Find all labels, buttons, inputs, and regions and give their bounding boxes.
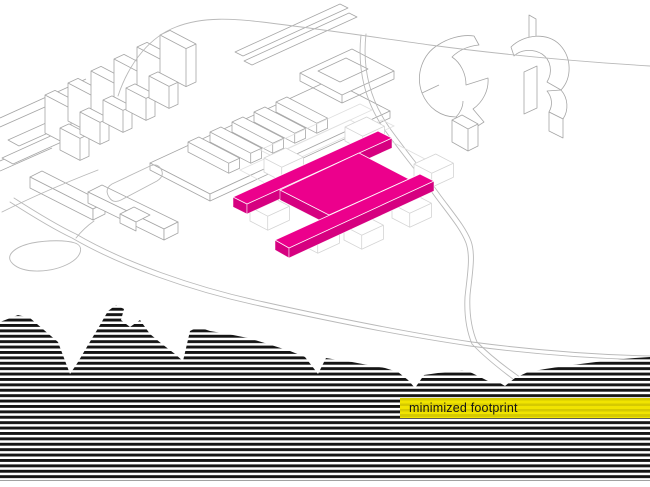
highlight-bottom-bar — [274, 173, 435, 249]
east-road — [364, 33, 531, 385]
site-boundary-road — [117, 18, 650, 97]
curved-building-west — [419, 35, 489, 152]
street-loop — [106, 164, 163, 202]
diagonal-path — [1, 169, 99, 213]
hatch-silhouette — [0, 305, 650, 481]
south-road — [13, 197, 650, 357]
roads — [1, 18, 650, 389]
caption-text: minimized footprint — [409, 401, 518, 415]
loop-connector — [75, 220, 95, 239]
south-road — [9, 201, 650, 361]
l-building — [87, 184, 179, 241]
east-road — [359, 34, 526, 389]
campus-wireframe — [0, 3, 650, 389]
curved-building-east — [510, 14, 570, 139]
courtyard-block — [299, 48, 395, 104]
terrain-hatch — [0, 305, 650, 481]
caption-bar: minimized footprint — [400, 398, 650, 418]
proposed-building-highlight — [232, 130, 435, 259]
highlight-top-bar — [232, 130, 393, 205]
field-loop — [9, 240, 81, 272]
